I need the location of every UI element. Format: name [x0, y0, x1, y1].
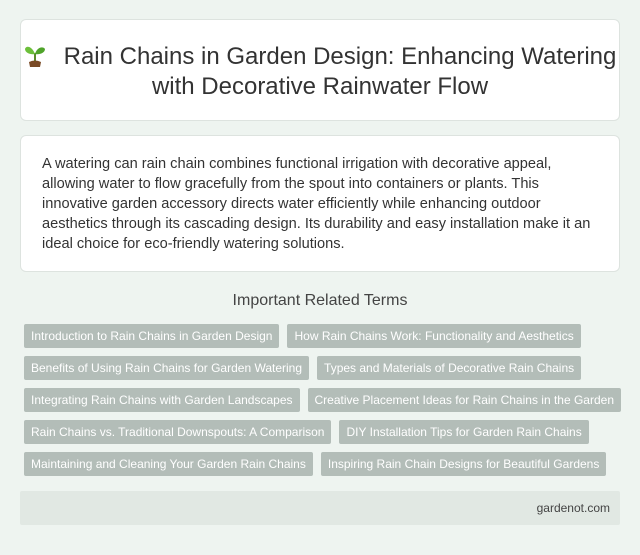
related-term-tag[interactable]: DIY Installation Tips for Garden Rain Ch…: [339, 420, 589, 444]
tag-row: Maintaining and Cleaning Your Garden Rai…: [24, 452, 624, 476]
description-card: A watering can rain chain combines funct…: [20, 135, 620, 272]
tag-row: Introduction to Rain Chains in Garden De…: [24, 324, 624, 348]
tag-row: Integrating Rain Chains with Garden Land…: [24, 388, 624, 412]
footer: gardenot.com: [20, 491, 620, 525]
related-terms-list: Introduction to Rain Chains in Garden De…: [24, 324, 624, 484]
page-title: Rain Chains in Garden Design: Enhancing …: [21, 42, 619, 102]
description-text: A watering can rain chain combines funct…: [42, 156, 591, 252]
related-term-tag[interactable]: Integrating Rain Chains with Garden Land…: [24, 388, 300, 412]
related-terms-heading: Important Related Terms: [232, 292, 408, 309]
related-term-tag[interactable]: Benefits of Using Rain Chains for Garden…: [24, 356, 310, 380]
related-term-tag[interactable]: Creative Placement Ideas for Rain Chains…: [307, 388, 621, 412]
tag-row: Benefits of Using Rain Chains for Garden…: [24, 356, 624, 380]
title-card: Rain Chains in Garden Design: Enhancing …: [20, 19, 620, 121]
site-name[interactable]: gardenot.com: [536, 501, 610, 515]
related-term-tag[interactable]: Types and Materials of Decorative Rain C…: [317, 356, 582, 380]
related-term-tag[interactable]: Rain Chains vs. Traditional Downspouts: …: [24, 420, 332, 444]
tag-row: Rain Chains vs. Traditional Downspouts: …: [24, 420, 624, 444]
related-term-tag[interactable]: Introduction to Rain Chains in Garden De…: [24, 324, 280, 348]
related-term-tag[interactable]: Maintaining and Cleaning Your Garden Rai…: [24, 452, 313, 476]
related-term-tag[interactable]: How Rain Chains Work: Functionality and …: [287, 324, 581, 348]
sprout-icon: [24, 42, 46, 68]
title-text: Rain Chains in Garden Design: Enhancing …: [63, 43, 617, 100]
related-term-tag[interactable]: Inspiring Rain Chain Designs for Beautif…: [320, 452, 607, 476]
